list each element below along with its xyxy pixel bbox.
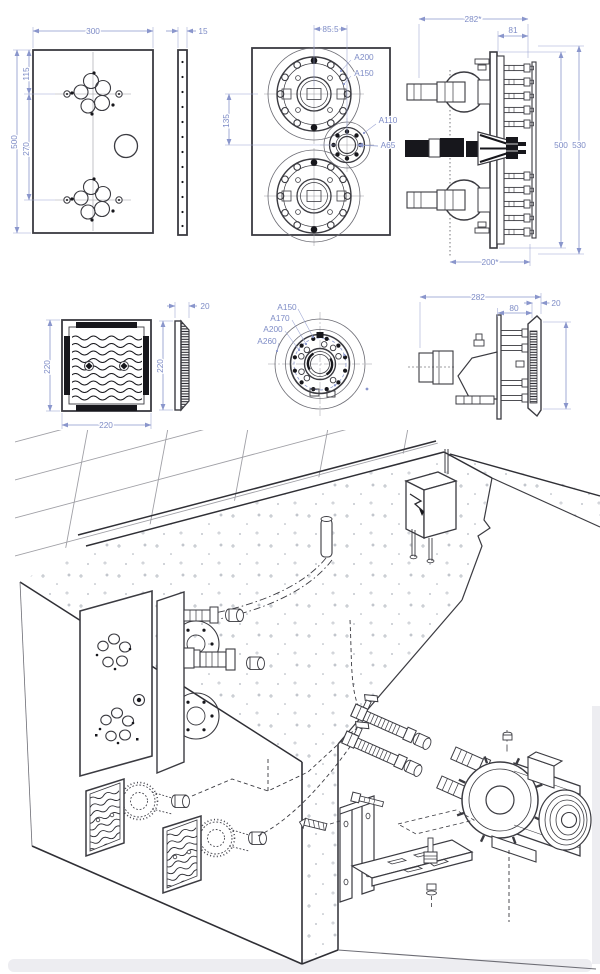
iso-grille-2 (162, 814, 267, 895)
dim-grille-height: 220 (42, 360, 52, 374)
view-assembly-side: 282* 81 500 530 200* (405, 12, 588, 268)
page-edge-shading-bottom (8, 959, 592, 972)
pneumatic-button-hole (113, 133, 139, 159)
through-wall-fitting-main (183, 647, 265, 671)
label-flange-bolt: A150 (354, 68, 374, 78)
iso-pump (436, 730, 592, 922)
flange-detail-label-1: A150 (277, 302, 297, 312)
dim-assembly-height: 500 (554, 140, 568, 150)
iso-bracket (339, 795, 476, 908)
iso-anchor-bolts (298, 791, 385, 832)
jet-flange-lower (264, 148, 364, 246)
iso-dashed-routes (191, 727, 358, 837)
flange-detail-label-3: A200 (263, 324, 283, 334)
label-flange-outer: A200 (354, 52, 374, 62)
iso-concrete-deck (20, 440, 600, 970)
dim-panel-width: 300 (86, 26, 100, 36)
iso-installation (8, 430, 600, 972)
dim-jet-vertical: 135 (221, 114, 231, 128)
view-grille-front: 220 220 (41, 319, 152, 431)
dim-panel-mid: 270 (21, 142, 31, 156)
pneumatic-cable (405, 131, 526, 166)
dim-wall-depth: 81 (508, 25, 518, 35)
lightning-icon (409, 493, 425, 516)
dim-suction-depth: 282 (471, 292, 485, 302)
through-wall-fitting-top (183, 606, 244, 624)
view-panel-side-strip: 15 (166, 24, 209, 236)
dim-grille-side-height: 220 (155, 359, 165, 373)
dim-panel-upper: 115 (21, 67, 31, 81)
dim-grille-side-thickness: 20 (200, 301, 210, 311)
view-flange-detail: A150 A170 A200 A260 (256, 301, 372, 416)
page-edge-shading-right (592, 706, 600, 964)
iso-grille-1 (85, 777, 190, 858)
dim-suction-wall-depth: 80 (509, 303, 519, 313)
label-valve-bore: A65 (381, 140, 396, 150)
dim-jet-offset: 85.5 (322, 24, 339, 34)
dim-panel-height: 500 (9, 135, 19, 149)
view-panel-rear: 85.5 135 A200 A150 A110 A65 (220, 22, 399, 246)
bolt-circle (292, 336, 348, 392)
jet-body-upper (406, 58, 491, 113)
flange-detail-label-2: A170 (270, 313, 290, 323)
view-suction-side: 282 80 20 (408, 290, 571, 420)
flange-detail-label-4: A260 (257, 336, 277, 346)
vibration-mount-stud (427, 837, 434, 853)
dim-grille-width: 220 (99, 420, 113, 430)
iso-electrical-box (404, 449, 458, 564)
jet-cluster-upper (55, 71, 131, 116)
view-grille-side: 220 20 (154, 299, 211, 412)
suction-body (408, 333, 498, 405)
dim-assembly-depth: 282* (464, 14, 482, 24)
pneumatic-button (132, 693, 146, 707)
dim-panel-thickness: 15 (198, 26, 208, 36)
iso-pool-floor-tiles (15, 430, 438, 562)
dim-suction-thickness: 20 (551, 298, 561, 308)
dim-assembly-total-height: 530 (572, 140, 586, 150)
jet-body-lower (406, 179, 491, 234)
iso-jet-plate-assembly (79, 589, 265, 778)
jet-cluster-lower (55, 177, 131, 222)
label-valve-outer: A110 (379, 115, 398, 125)
dim-embed: 200* (481, 257, 499, 267)
view-panel-front: 300 500 115 270 (8, 24, 154, 234)
